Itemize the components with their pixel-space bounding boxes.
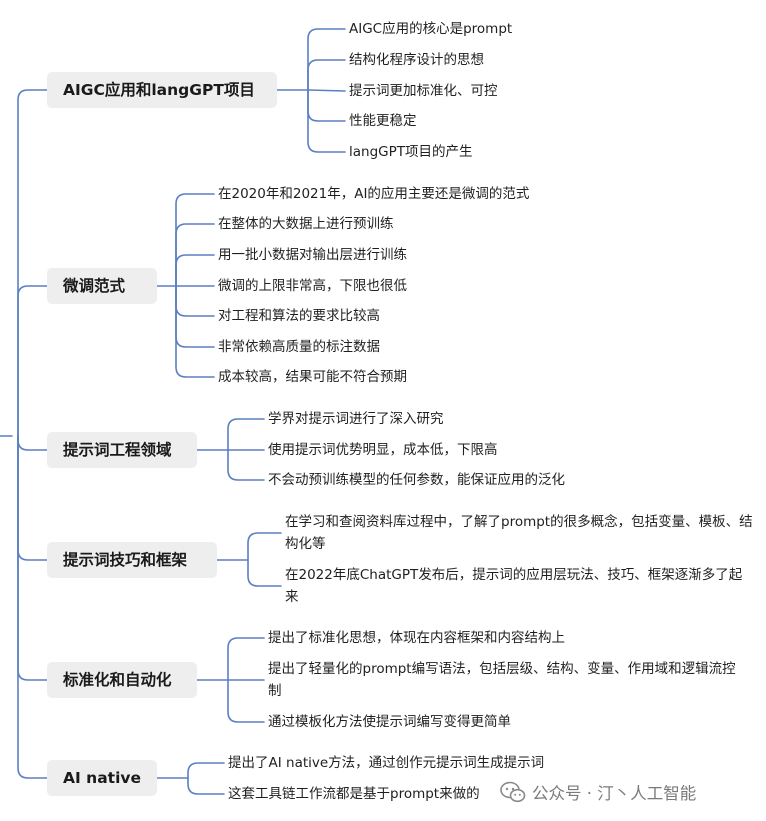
leaf-connector-1-1 [175, 223, 215, 287]
leaf-item: 在学习和查阅资料库过程中，了解了prompt的很多概念，包括变量、模板、结构化等 [285, 514, 753, 552]
branch-node-fine-tuning[interactable]: 微调范式 [47, 268, 157, 304]
leaf-item: 提出了轻量化的prompt编写语法，包括层级、结构、变量、作用域和逻辑流控制 [268, 661, 736, 699]
leaf-item: 提示词更加标准化、可控 [349, 83, 498, 99]
leaf-item: 学界对提示词进行了深入研究 [268, 411, 444, 427]
leaf-connector-0-4 [307, 89, 346, 153]
leaf-item: 这套工具链工作流都是基于prompt来做的 [228, 786, 480, 802]
trunk-line-2 [17, 435, 48, 451]
leaf-item: 成本较高，结果可能不符合预期 [218, 369, 407, 385]
leaf-item: 在2020年和2021年，AI的应用主要还是微调的范式 [218, 186, 530, 202]
leaf-connector-1-6 [175, 285, 215, 378]
branch-node-ai-native[interactable]: AI native [47, 760, 157, 796]
leaf-connector-0-2 [307, 89, 346, 92]
leaf-connector-2-0 [227, 418, 265, 451]
leaf-connector-5-0 [187, 762, 225, 779]
leaf-item: 用一批小数据对输出层进行训练 [218, 247, 407, 263]
leaf-item: 提出了标准化思想，体现在内容框架和内容结构上 [268, 630, 565, 646]
leaf-connector-0-1 [307, 59, 346, 91]
leaf-item: 通过模板化方法使提示词编写变得更简单 [268, 714, 511, 730]
watermark: 公众号 · 汀丶人工智能 [500, 779, 696, 805]
watermark-text: 公众号 · 汀丶人工智能 [532, 784, 697, 803]
trunk-line-3 [17, 435, 48, 561]
branch-node-prompt-techniques[interactable]: 提示词技巧和框架 [47, 542, 217, 578]
leaf-connector-0-3 [307, 89, 346, 122]
leaf-connector-4-2 [227, 679, 265, 723]
trunk-line-0 [17, 89, 48, 437]
leaf-item: 提出了AI native方法，通过创作元提示词生成提示词 [228, 755, 545, 771]
leaf-item: AIGC应用的核心是prompt [349, 21, 513, 37]
leaf-connector-0-0 [307, 28, 346, 91]
leaf-item: langGPT项目的产生 [349, 144, 473, 160]
leaf-item: 在2022年底ChatGPT发布后，提示词的应用层玩法、技巧、框架逐渐多了起来 [285, 567, 743, 605]
leaf-item: 在整体的大数据上进行预训练 [218, 216, 394, 232]
trunk-line-1 [17, 285, 48, 437]
leaf-item: 结构化程序设计的思想 [349, 52, 484, 68]
leaf-item: 使用提示词优势明显，成本低，下限高 [268, 442, 498, 458]
leaf-item: 对工程和算法的要求比较高 [218, 308, 380, 324]
leaf-item: 性能更稳定 [349, 113, 417, 129]
leaf-connector-1-4 [175, 285, 215, 317]
leaf-connector-1-0 [175, 193, 215, 287]
trunk-line-5 [17, 435, 48, 779]
branch-node-prompt-engineering[interactable]: 提示词工程领域 [47, 432, 197, 468]
leaf-connector-2-2 [227, 449, 265, 481]
branch-node-aigc-langgpt[interactable]: AIGC应用和langGPT项目 [47, 72, 277, 108]
leaf-connector-3-0 [247, 532, 282, 561]
leaf-connector-5-1 [187, 777, 225, 795]
leaf-connector-4-0 [227, 637, 265, 681]
leaf-item: 不会动预训练模型的任何参数，能保证应用的泛化 [268, 472, 565, 488]
leaf-connector-3-1 [247, 559, 282, 587]
leaf-item: 非常依赖高质量的标注数据 [218, 339, 380, 355]
wechat-icon [500, 781, 526, 803]
leaf-connector-1-2 [175, 254, 215, 287]
branch-node-standardization[interactable]: 标准化和自动化 [47, 662, 197, 698]
leaf-item: 微调的上限非常高，下限也很低 [218, 278, 407, 294]
